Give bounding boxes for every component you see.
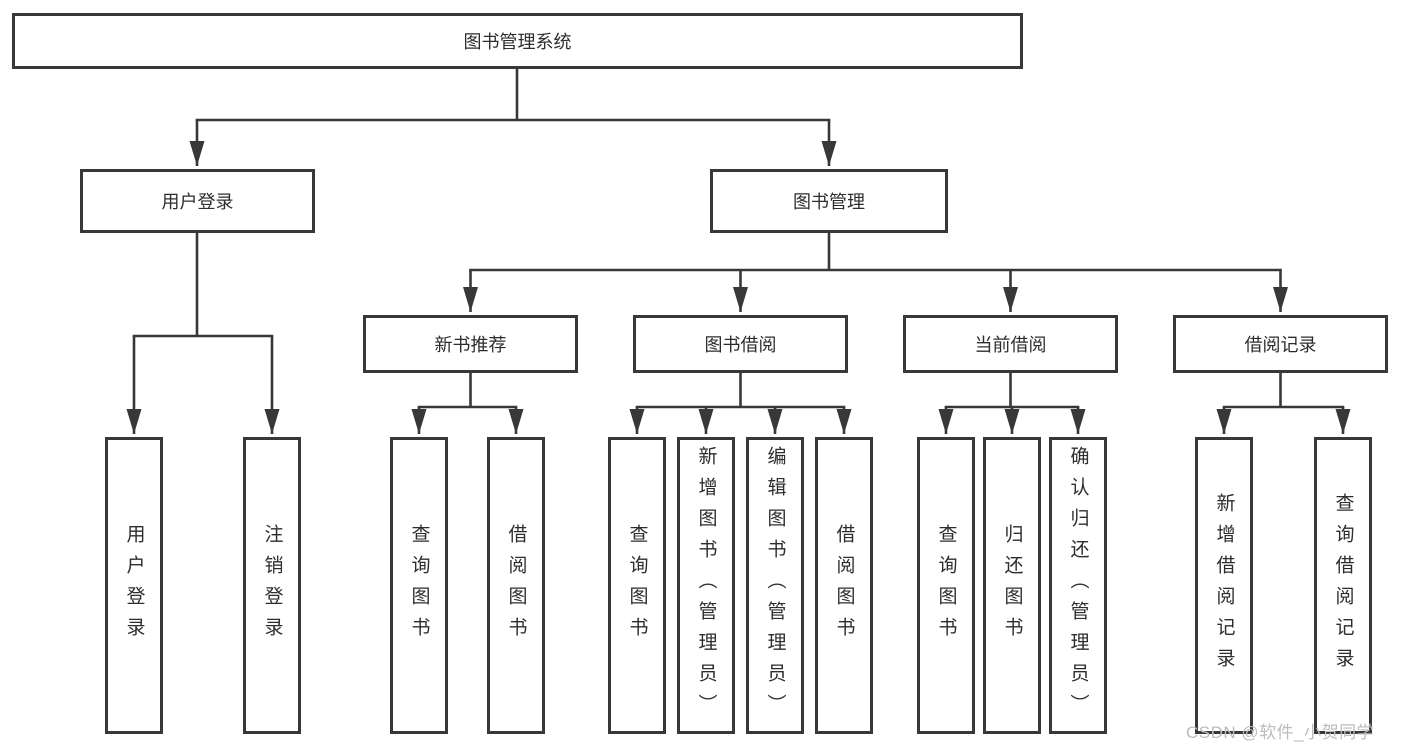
leaf-query-books-recommend: 查询图书 bbox=[390, 437, 448, 734]
node-current-borrowing: 当前借阅 bbox=[903, 315, 1118, 373]
node-user-login: 用户登录 bbox=[80, 169, 315, 233]
connector-current-borrow-branch bbox=[938, 373, 1086, 434]
leaf-logout: 注销登录 bbox=[243, 437, 301, 734]
node-book-management: 图书管理 bbox=[710, 169, 948, 233]
connector-new-book-branch bbox=[411, 373, 524, 434]
leaf-query-books-current: 查询图书 bbox=[917, 437, 975, 734]
leaf-query-borrow-record: 查询借阅记录 bbox=[1314, 437, 1372, 734]
leaf-query-books-borrow: 查询图书 bbox=[608, 437, 666, 734]
leaf-borrow-books-recommend: 借阅图书 bbox=[487, 437, 545, 734]
connector-borrow-record-branch bbox=[1216, 373, 1351, 434]
leaf-confirm-return-admin: 确认归还（管理员） bbox=[1049, 437, 1107, 734]
connector-root-to-level1 bbox=[189, 69, 837, 166]
leaf-add-book-admin: 新增图书（管理员） bbox=[677, 437, 735, 734]
leaf-edit-book-admin: 编辑图书（管理员） bbox=[746, 437, 804, 734]
connector-user-login-branch bbox=[126, 233, 280, 434]
connector-book-management-branch bbox=[463, 233, 1288, 312]
node-library-management-system: 图书管理系统 bbox=[12, 13, 1023, 69]
leaf-add-borrow-record: 新增借阅记录 bbox=[1195, 437, 1253, 734]
node-borrowing-records: 借阅记录 bbox=[1173, 315, 1388, 373]
leaf-return-books: 归还图书 bbox=[983, 437, 1041, 734]
node-new-book-recommendation: 新书推荐 bbox=[363, 315, 578, 373]
leaf-borrow-books: 借阅图书 bbox=[815, 437, 873, 734]
csdn-watermark: CSDN @软件_小贺同学 bbox=[1186, 723, 1375, 742]
leaf-user-login: 用户登录 bbox=[105, 437, 163, 734]
node-book-borrowing: 图书借阅 bbox=[633, 315, 848, 373]
connector-book-borrow-branch bbox=[629, 373, 852, 434]
